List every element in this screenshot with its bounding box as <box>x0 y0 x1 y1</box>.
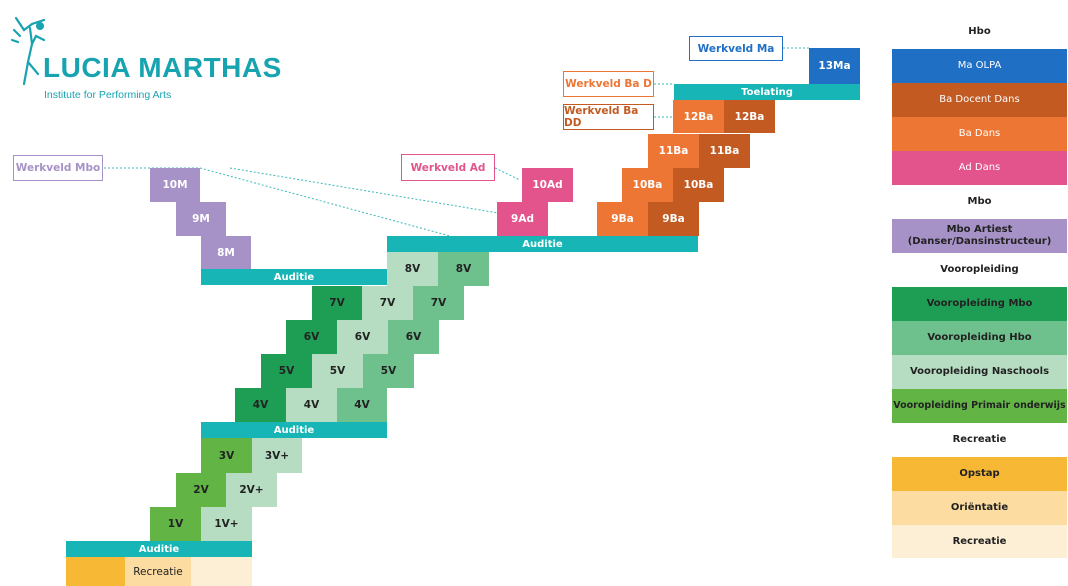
cell-6v-hbo: 6V <box>388 320 439 354</box>
cell-1vplus: 1V+ <box>201 507 252 541</box>
legend-voor-mbo: Vooropleiding Mbo <box>892 287 1067 321</box>
legend-header-hbo: Hbo <box>968 26 991 37</box>
cell-6v-naschools: 6V <box>337 320 388 354</box>
cell-12ba-2: 12Ba <box>724 100 775 133</box>
cell-13ma: 13Ma <box>809 48 860 84</box>
cell-8v-hbo: 8V <box>438 252 489 286</box>
legend-recreatie: Recreatie <box>892 525 1067 558</box>
cell-9ad: 9Ad <box>497 202 548 236</box>
cell-8v-naschools: 8V <box>387 252 438 286</box>
legend-mbo-artiest-line1: Mbo Artiest <box>946 224 1013 235</box>
legend-mbo-artiest: Mbo Artiest (Danser/Dansinstructeur) <box>892 219 1067 253</box>
logo-name: LUCIA MARTHAS <box>43 52 282 83</box>
auditie-bar-hbo: Auditie <box>387 236 698 252</box>
cell-7v-hbo: 7V <box>413 286 464 320</box>
cell-9ba-1: 9Ba <box>597 202 648 236</box>
cell-6v-mbo: 6V <box>286 320 337 354</box>
cell-10ba-2: 10Ba <box>673 168 724 202</box>
cell-5v-hbo: 5V <box>363 354 414 388</box>
cell-5v-naschools: 5V <box>312 354 363 388</box>
cell-7v-mbo: 7V <box>312 286 362 320</box>
cell-11ba-1: 11Ba <box>648 134 699 168</box>
cell-opstap <box>66 557 125 586</box>
legend-voor-naschools: Vooropleiding Naschools <box>892 355 1067 389</box>
cell-5v-mbo: 5V <box>261 354 312 388</box>
werkveld-mbo-box: Werkveld Mbo <box>13 155 103 181</box>
cell-recreatie: Recreatie <box>125 557 191 586</box>
legend-voor-primair: Vooropleiding Primair onderwijs <box>892 389 1067 423</box>
auditie-bar-recreatie: Auditie <box>66 541 252 557</box>
legend-mbo-artiest-line2: (Danser/Dansinstructeur) <box>907 236 1052 247</box>
legend-header-vooropleiding: Vooropleiding <box>940 264 1019 275</box>
auditie-bar-voor: Auditie <box>201 422 387 438</box>
werkveld-ba-dd-box: Werkveld Ba DD <box>563 104 654 130</box>
legend-header-recreatie: Recreatie <box>952 434 1007 445</box>
werkveld-ma-box: Werkveld Ma <box>689 36 783 61</box>
cell-4v-hbo: 4V <box>337 388 387 422</box>
werkveld-ba-d-box: Werkveld Ba D <box>563 71 654 97</box>
cell-1v: 1V <box>150 507 201 541</box>
logo-tagline: Institute for Performing Arts <box>44 89 172 101</box>
cell-recreatie-light <box>191 557 252 586</box>
cell-10m: 10M <box>150 168 200 202</box>
cell-7v-naschools: 7V <box>362 286 413 320</box>
cell-4v-naschools: 4V <box>286 388 337 422</box>
cell-4v-mbo: 4V <box>235 388 286 422</box>
cell-3vplus: 3V+ <box>252 438 302 473</box>
cell-10ad: 10Ad <box>522 168 573 202</box>
cell-9m: 9M <box>176 202 226 236</box>
legend-ma-olpa: Ma OLPA <box>892 49 1067 83</box>
cell-12ba-1: 12Ba <box>673 100 724 133</box>
cell-10ba-1: 10Ba <box>622 168 673 202</box>
cell-2vplus: 2V+ <box>226 473 277 507</box>
werkveld-ad-box: Werkveld Ad <box>401 154 495 181</box>
cell-2v: 2V <box>176 473 226 507</box>
logo: LUCIA MARTHAS Institute for Performing A… <box>10 14 310 104</box>
cell-8m: 8M <box>201 236 251 269</box>
legend-ba-docent-dans: Ba Docent Dans <box>892 83 1067 117</box>
legend-voor-hbo: Vooropleiding Hbo <box>892 321 1067 355</box>
legend-ad-dans: Ad Dans <box>892 151 1067 185</box>
cell-9ba-2: 9Ba <box>648 202 699 236</box>
toelating-bar: Toelating <box>674 84 860 100</box>
legend-ba-dans: Ba Dans <box>892 117 1067 151</box>
auditie-bar-mbo: Auditie <box>201 269 387 285</box>
cell-11ba-2: 11Ba <box>699 134 750 168</box>
legend-orientatie: Oriëntatie <box>892 491 1067 525</box>
cell-3v: 3V <box>201 438 252 473</box>
dancer-logo-icon <box>10 16 46 86</box>
legend-opstap: Opstap <box>892 457 1067 491</box>
legend-header-mbo: Mbo <box>967 196 992 207</box>
